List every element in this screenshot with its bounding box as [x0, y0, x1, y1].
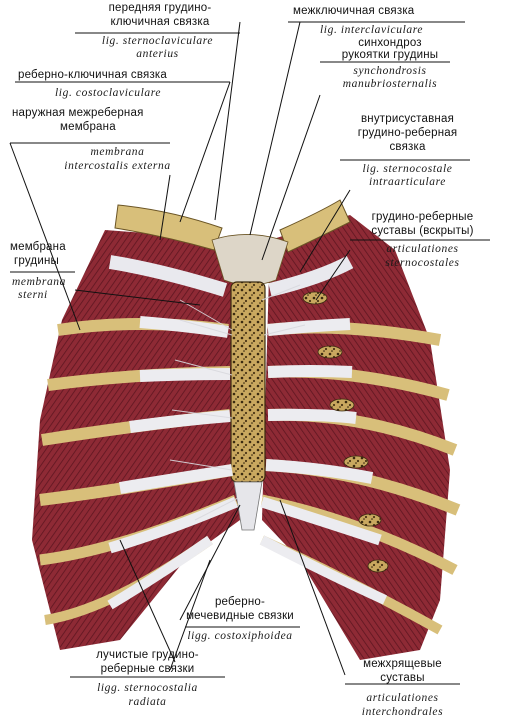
label-intraarticular-lat2: intraarticulare: [369, 176, 446, 188]
label-interchondral-ru2: суставы: [380, 672, 425, 684]
manubrium: [211, 234, 289, 286]
label-sternal-membrane-ru2: грудины: [14, 255, 59, 267]
label-external-membrane-lat2: intercostalis externa: [64, 160, 171, 172]
left-intercostal-muscles: [32, 230, 240, 650]
label-intraarticular-ru1: внутрисуставная: [360, 113, 455, 125]
opened-joints: [302, 291, 389, 573]
label-anterior-sternoclavicular-lat2: anterius: [136, 48, 179, 60]
label-anterior-sternoclavicular-lat1: lig. sternoclaviculare: [101, 35, 214, 47]
label-radiate-ru1: лучистые грудино-: [96, 649, 199, 661]
label-synchondrosis-ru2: рукоятки грудины: [341, 49, 439, 61]
right-ribs: [259, 255, 461, 635]
label-costoxiphoid-lat1: ligg. costoxiphoidea: [187, 630, 293, 642]
label-intraarticular-ru2: грудино-реберная: [357, 127, 458, 139]
label-anterior-sternoclavicular-ru2: ключичная связка: [110, 16, 210, 28]
label-interclavicular-lat: lig. interclaviculare: [320, 24, 424, 36]
label-radiate-lat2: radiata: [128, 696, 167, 708]
label-costoxiphoid-ru1: реберно-: [214, 596, 266, 608]
label-rules: [10, 21, 490, 685]
left-clavicle: [114, 204, 223, 251]
label-sternocostal-joints-ru2: суставы (вскрыты): [371, 225, 474, 237]
label-sternocostal-joints-lat2: sternocostales: [385, 257, 460, 269]
xiphoid: [233, 481, 263, 531]
label-sternocostal-joints-lat1: articulationes: [386, 243, 459, 255]
leader-lines: [9, 21, 351, 676]
sternum-body: [230, 281, 266, 483]
label-sternal-membrane-lat2: sterni: [18, 289, 48, 301]
label-synchondrosis-ru1: синхондроз: [358, 37, 422, 49]
label-costoxiphoid-ru2: мечевидные связки: [186, 610, 294, 622]
label-interchondral-lat1: articulationes: [366, 692, 439, 704]
label-interclavicular-ru: межключичная связка: [293, 5, 415, 17]
label-synchondrosis-lat1: synchondrosis: [353, 65, 427, 77]
label-external-membrane-lat1: membrana: [90, 146, 145, 158]
label-intraarticular-ru3: связка: [389, 141, 426, 153]
label-anterior-sternoclavicular-ru1: передняя грудино-: [108, 2, 212, 14]
label-sternal-membrane-ru1: мембрана: [10, 241, 66, 253]
label-synchondrosis-lat2: manubriosternalis: [342, 78, 438, 90]
label-interchondral-ru1: межхрящевые: [363, 658, 442, 670]
label-costoclavicular-lat: lig. costoclaviculare: [55, 87, 162, 99]
label-external-membrane-ru1: наружная межреберная: [12, 107, 144, 119]
label-interchondral-lat2: interchondrales: [361, 706, 444, 718]
label-external-membrane-ru2: мембрана: [60, 121, 116, 133]
radiate-ligament-fibres: [169, 284, 306, 521]
right-clavicle: [279, 199, 351, 253]
label-sternocostal-joints-ru1: грудино-реберные: [371, 211, 474, 223]
label-costoclavicular-ru: реберно-ключичная связка: [18, 69, 168, 81]
label-radiate-ru2: реберные связки: [100, 663, 195, 675]
label-radiate-lat1: ligg. sternocostalia: [97, 682, 198, 694]
label-sternal-membrane-lat1: membrana: [12, 276, 66, 288]
label-intraarticular-lat1: lig. sternocostale: [362, 163, 453, 175]
